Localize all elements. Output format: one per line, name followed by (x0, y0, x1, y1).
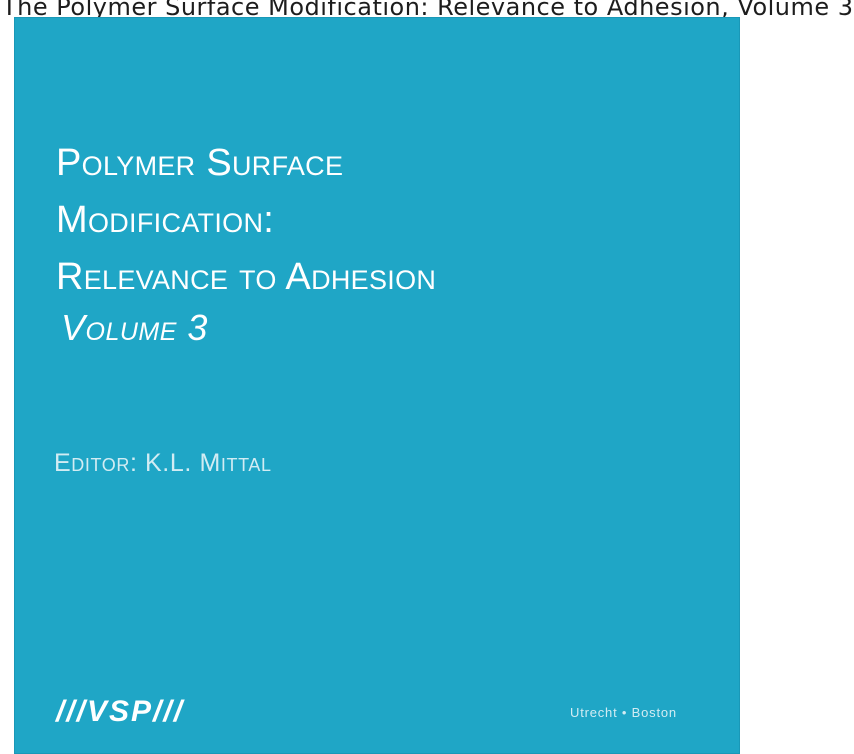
publisher-places: Utrecht • Boston (570, 705, 677, 720)
title-line-3: Relevance to Adhesion (56, 256, 437, 298)
book-cover: Polymer Surface Modification: Relevance … (14, 17, 740, 754)
title-line-1: Polymer Surface (56, 142, 344, 184)
top-text-strip: The Polymer Surface Modification: Releva… (2, 0, 854, 21)
volume-label: Volume 3 (61, 307, 208, 348)
editor-label: Editor: K.L. Mittal (54, 449, 272, 477)
publisher-logo: ///VSP/// (56, 695, 185, 728)
book-title: Polymer Surface Modification: Relevance … (56, 135, 436, 306)
title-line-2: Modification: (56, 199, 275, 241)
